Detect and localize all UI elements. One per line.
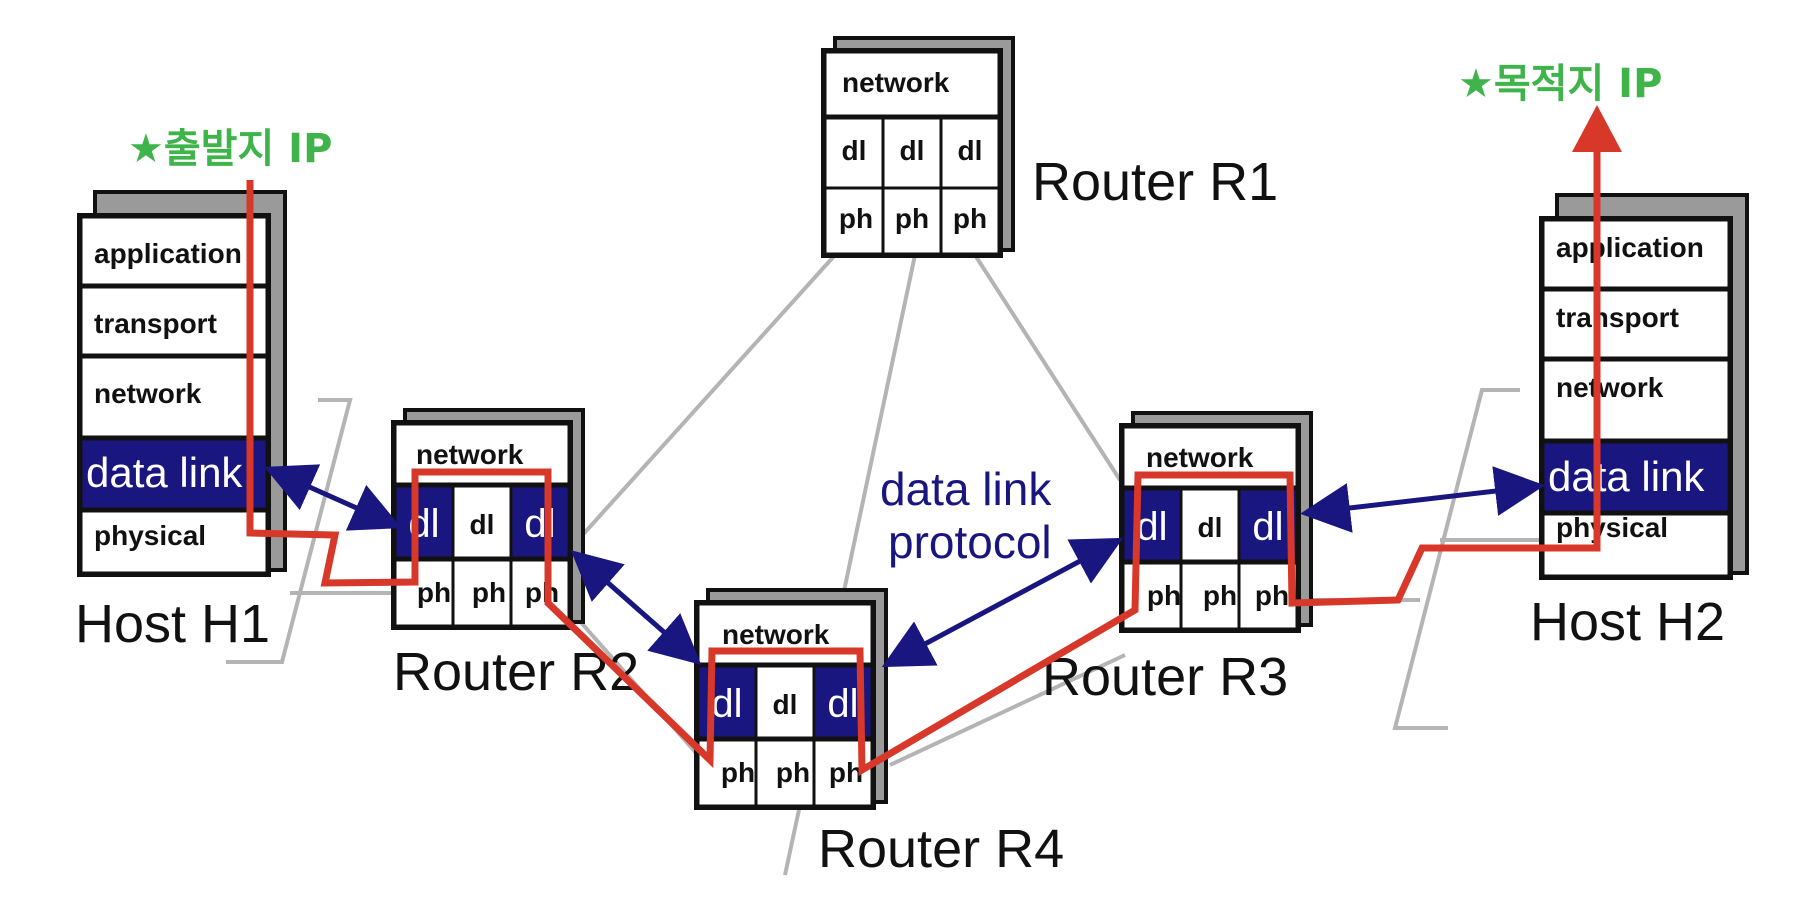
- r4-dl-label-2: dl: [773, 689, 798, 720]
- r4-ph-label-1: ph: [721, 757, 755, 788]
- arrow-h1-r2: [264, 464, 402, 531]
- link-r4-stub: [783, 804, 802, 876]
- r3-name: Router R3: [1042, 647, 1288, 707]
- h1-transport-layer: [79, 285, 269, 357]
- h2-application-label: application: [1556, 232, 1704, 263]
- r1-ph-label-3: ph: [953, 203, 987, 234]
- r2-ph-label-3: ph: [525, 577, 559, 608]
- datalink-protocol-label-line2: protocol: [888, 516, 1052, 568]
- router-r4: network dl dl dl ph ph ph Router R4: [694, 588, 1064, 879]
- h1-network-layer: [79, 355, 269, 439]
- r4-ph-label-3: ph: [829, 757, 863, 788]
- r2-ph-cell-2: [451, 558, 513, 628]
- r4-ph-label-2: ph: [776, 757, 810, 788]
- link-r1-r4: [838, 254, 917, 611]
- r3-dl-label-3: dl: [1252, 505, 1283, 549]
- r1-ph-cell-3: [939, 186, 1001, 256]
- ip-datagram-path: [246, 145, 1601, 777]
- destination-ip-label: ★목적지 IP: [1458, 61, 1662, 107]
- h1-name: Host H1: [75, 594, 270, 654]
- r1-ph-label-2: ph: [895, 203, 929, 234]
- r4-dl-label-1: dl: [711, 682, 742, 726]
- router-r1: network dl dl dl ph ph ph Router R1: [821, 36, 1278, 258]
- r2-ph-label-2: ph: [472, 577, 506, 608]
- r2-dl-label-2: dl: [470, 509, 495, 540]
- r2-dl-cell-3: [509, 484, 571, 560]
- r3-dl-cell-2: [1179, 487, 1241, 563]
- r2-ph-label-1: ph: [417, 577, 451, 608]
- r4-network-label: network: [722, 619, 830, 650]
- h2-network-label: network: [1556, 372, 1664, 403]
- source-ip-label: ★출발지 IP: [128, 126, 332, 172]
- arrow-r3-h2: [1300, 466, 1545, 533]
- r2-dl-cell-1: [393, 484, 455, 560]
- link-r4-r3: [889, 653, 1126, 767]
- r1-dl-label-3: dl: [958, 135, 983, 166]
- ip-path-arrowhead: [1572, 105, 1622, 152]
- r4-dl-label-3: dl: [827, 682, 858, 726]
- arrow-r4-r3: [881, 537, 1124, 668]
- datalink-arrows: [264, 464, 1545, 668]
- r3-ph-label-1: ph: [1147, 580, 1181, 611]
- host-h2: application transport network data link …: [1530, 193, 1749, 652]
- h2-transport-layer: [1541, 288, 1731, 360]
- r1-network-label: network: [842, 67, 950, 98]
- datalink-protocol-label-line1: data link: [880, 463, 1052, 515]
- h2-application-layer: [1541, 218, 1731, 290]
- r3-dl-cell-1: [1121, 487, 1183, 563]
- h1-network-label: network: [94, 378, 202, 409]
- router-r2: network dl dl dl ph ph ph Router R2: [391, 408, 639, 702]
- r2-network-label: network: [416, 439, 524, 470]
- link-h2-bracket: [1392, 388, 1520, 730]
- h2-datalink-label: data link: [1548, 453, 1705, 500]
- h2-network-layer: [1541, 358, 1731, 442]
- link-r1-r2: [558, 253, 837, 562]
- h2-name: Host H2: [1530, 592, 1725, 652]
- h1-transport-label: transport: [94, 308, 217, 339]
- r3-dl-label-1: dl: [1136, 505, 1167, 549]
- r1-name: Router R1: [1032, 152, 1278, 212]
- arrow-r2-r4: [570, 550, 702, 665]
- r1-dl-cell-2: [881, 116, 943, 190]
- h1-datalink-label: data link: [86, 449, 243, 496]
- h1-application-layer: [79, 215, 269, 287]
- physical-links: [226, 253, 1545, 876]
- r1-dl-label-1: dl: [842, 135, 867, 166]
- r1-ph-label-1: ph: [839, 203, 873, 234]
- h1-datalink-layer: [79, 437, 269, 511]
- h2-transport-label: transport: [1556, 302, 1679, 333]
- link-h1-bracket: [226, 398, 353, 664]
- r4-name: Router R4: [818, 819, 1064, 879]
- r1-dl-label-2: dl: [900, 135, 925, 166]
- r1-dl-cell-3: [939, 116, 1001, 190]
- router-r3: network dl dl dl ph ph ph Router R3: [1042, 411, 1313, 707]
- h1-physical-label: physical: [94, 520, 206, 551]
- r4-dl-cell-2: [754, 664, 816, 740]
- r1-network-layer: [823, 50, 1001, 118]
- h1-physical-layer: [79, 509, 269, 575]
- r3-ph-label-3: ph: [1255, 580, 1289, 611]
- r3-network-label: network: [1146, 442, 1254, 473]
- h2-physical-label: physical: [1556, 512, 1668, 543]
- link-r1-r3: [973, 253, 1122, 482]
- r3-dl-label-2: dl: [1198, 512, 1223, 543]
- r3-ph-cell-2: [1179, 561, 1241, 631]
- r3-ph-label-2: ph: [1203, 580, 1237, 611]
- h1-application-label: application: [94, 238, 242, 269]
- r3-ph-cell-3: [1237, 561, 1299, 631]
- r2-ph-cell-3: [509, 558, 571, 628]
